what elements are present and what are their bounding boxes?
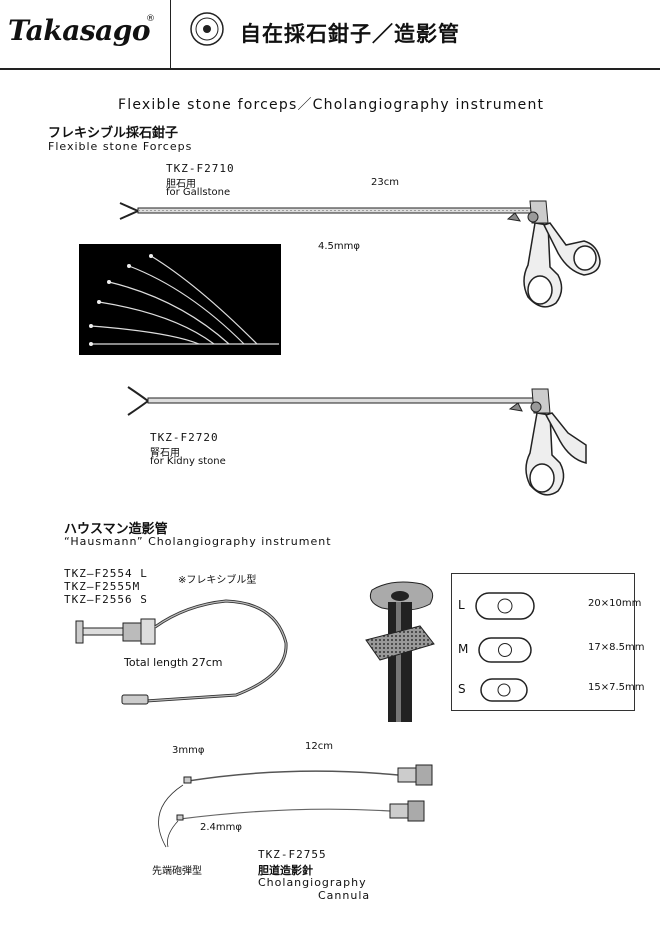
forceps-gallstone-illustration [119,200,601,308]
total-length-label: Total length 27cm [124,656,223,669]
bottom-needle-diameter: 2.4mmφ [200,822,242,833]
size-dimension: 17×8.5mm [588,642,645,653]
size-dimension: 15×7.5mm [588,682,645,693]
flexible-type-note: ※フレキシブル型 [178,575,257,586]
diameter-label: 4.5mmφ [318,241,360,252]
product1-use-en: for Gallstone [166,187,231,198]
size-letter: S [458,682,466,696]
size-m-oval-icon [478,637,532,663]
size-s-oval-icon [480,678,528,702]
cannula-name-en-2: Cannula [318,889,371,902]
hausmann-instrument-illustration [75,599,288,705]
size-letter: L [458,598,465,612]
size-l-oval-icon [475,592,535,620]
page-title: Flexible stone forceps／Cholangiography i… [118,97,545,113]
needle-length-label: 12cm [305,741,333,752]
size-dimension: 20×10mm [588,598,642,609]
product2-use-en: for Kidny stone [150,456,226,467]
hausmann-code-m: TKZ―F2555M [64,580,141,593]
product2-code: TKZ-F2720 [150,431,219,444]
cannula-code: TKZ-F2755 [258,848,327,861]
cannula-name-en-1: Cholangiography [258,876,367,889]
flexible-forceps-photo [79,244,281,355]
cannula-needles-illustration [158,764,433,848]
section2-title-en: “Hausmann” Cholangiography instrument [64,535,332,548]
size-row-l: L 20×10mm [452,588,641,624]
section1-title-en: Flexible stone Forceps [48,140,193,153]
top-needle-diameter: 3mmφ [172,745,205,756]
cannula-name-jp: 胆道造影針 [258,864,313,877]
product1-code: TKZ-F2710 [166,162,235,175]
size-row-m: M 17×8.5mm [452,632,645,668]
hausmann-code-s: TKZ―F2556 S [64,593,148,606]
size-letter: M [458,642,469,656]
header-divider [170,0,171,68]
header-rule [0,68,660,70]
header-title: 自在採石鉗子／造影管 [240,22,460,46]
product1-use-jp: 胆石用 [166,179,196,190]
registered-mark: ® [146,14,155,24]
product2-use-jp: 腎石用 [150,448,180,459]
cannula-tip-closeup-illustration [365,581,435,722]
tip-shape-label: 先端砲弾型 [152,866,202,877]
forceps-kidney-illustration [127,386,587,496]
size-row-s: S 15×7.5mm [452,672,645,708]
section2-title-jp: ハウスマン造影管 [64,522,168,537]
length-label: 23cm [371,177,399,188]
section1-title-jp: フレキシブル採石鉗子 [48,126,179,141]
brand-logo: Takasago [8,14,151,47]
size-chart-panel: L 20×10mm M 17×8.5mm S 15×7.5mm [451,573,645,711]
takasago-seal-icon [190,12,224,46]
hausmann-code-l: TKZ―F2554 L [64,567,148,580]
